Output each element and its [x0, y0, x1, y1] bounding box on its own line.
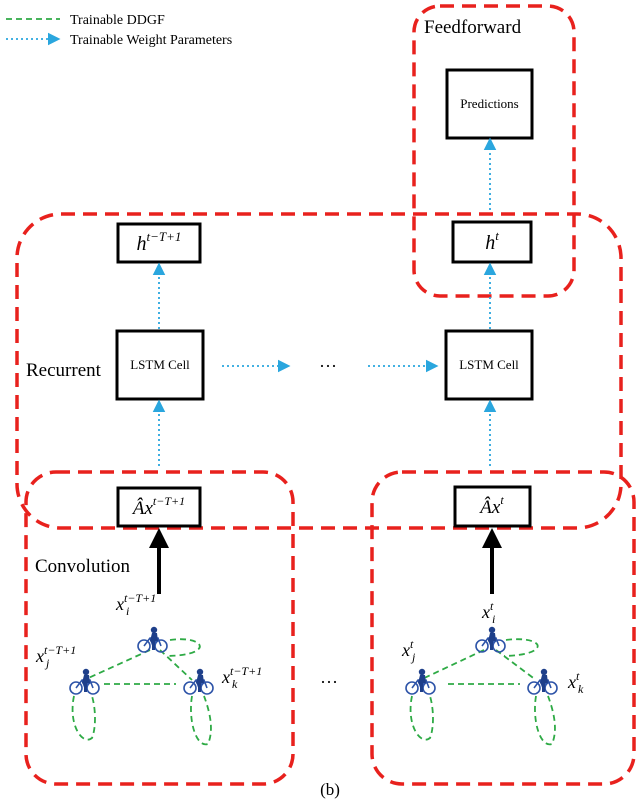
recurrent-label: Recurrent [26, 360, 102, 381]
self-loop-right-j [409, 695, 434, 741]
graph-ellipsis: ··· [320, 672, 338, 692]
legend-weight-label: Trainable Weight Parameters [70, 33, 232, 48]
feedforward-label: Feedforward [424, 17, 522, 38]
bike-station-icon-left-j [69, 667, 100, 695]
self-loop-left-j [71, 695, 96, 741]
lstm-cell-left [115, 329, 205, 401]
lstm-cell-right-label: LSTM Cell [459, 357, 519, 372]
hidden-state-box-left [116, 222, 202, 264]
self-loop-left-k [190, 695, 212, 746]
self-loop-left-i [167, 638, 201, 657]
hidden-state-box-right [451, 220, 533, 264]
convolution-region-right [370, 470, 636, 786]
sequence-ellipsis: ··· [319, 356, 337, 376]
predictions-label: Predictions [460, 96, 519, 111]
bike-station-icon-left-k [183, 667, 214, 695]
bike-station-icon-right-k [527, 667, 558, 695]
lstm-cell-right [444, 329, 534, 401]
graph-left [69, 625, 214, 746]
graph-right [405, 625, 558, 746]
convolved-input-box-left [116, 486, 202, 528]
edge-right-i-k [495, 649, 537, 681]
edge-left-i-j [83, 649, 151, 681]
legend: Trainable DDGF Trainable Weight Paramete… [6, 13, 232, 48]
bike-station-icon-left-i [137, 625, 168, 653]
convolution-region-left [24, 470, 295, 786]
edge-left-i-k [159, 649, 193, 681]
convolved-input-box-right [453, 485, 532, 528]
convolved-input-label-left: Âxt−T+1 [131, 494, 185, 519]
bike-station-icon-right-j [405, 667, 436, 695]
predictions-box [445, 68, 534, 140]
edge-right-i-j [419, 649, 485, 681]
bike-station-icon-right-i [475, 625, 506, 653]
convolved-input-label-right: Âxt [478, 493, 504, 518]
convolution-label: Convolution [35, 556, 131, 577]
figure-caption: (b) [320, 780, 340, 799]
lstm-cell-left-label: LSTM Cell [130, 357, 190, 372]
self-loop-right-k [534, 695, 556, 746]
hidden-state-label-right: ht [485, 228, 499, 254]
hidden-state-label-left: ht−T+1 [137, 229, 182, 255]
self-loop-right-i [503, 638, 539, 657]
legend-ddgf-label: Trainable DDGF [70, 13, 165, 28]
feedforward-region [412, 4, 576, 298]
